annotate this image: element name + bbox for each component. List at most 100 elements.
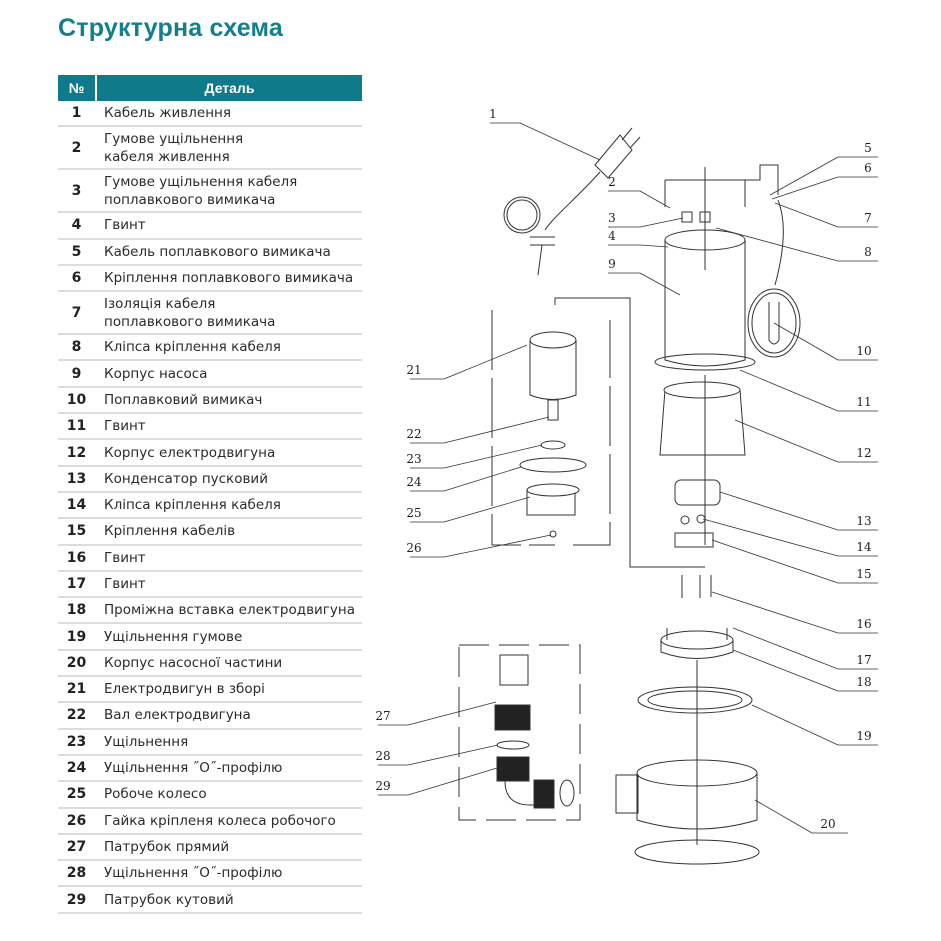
callout-leader-line xyxy=(639,244,669,248)
callout-label: 2 xyxy=(608,175,616,189)
callout-label: 5 xyxy=(864,141,872,155)
part-name: Гумове ущільнення кабеля живлення xyxy=(104,130,244,165)
callout-label: 9 xyxy=(608,257,616,271)
motor-insert-part xyxy=(660,628,734,659)
part-name: Кабель поплавкового вимикача xyxy=(104,243,331,260)
motor-body-part xyxy=(659,375,746,545)
callout-label: 10 xyxy=(856,344,871,358)
part-name: Гвинт xyxy=(104,217,146,234)
callout-label: 22 xyxy=(406,427,421,441)
callout-label: 7 xyxy=(864,211,872,225)
callout-leader-line xyxy=(739,369,839,412)
callout-leader-line xyxy=(519,122,601,161)
callout-leader-line xyxy=(734,419,839,463)
callout-label: 15 xyxy=(856,567,871,581)
table-row: 21 Електродвигун в зборі xyxy=(58,677,362,704)
callout-18: 18 xyxy=(732,649,878,692)
table-header: № Деталь xyxy=(58,75,362,101)
callout-14: 14 xyxy=(702,518,878,557)
part-number: 11 xyxy=(66,418,87,435)
callout-label: 16 xyxy=(856,617,871,631)
part-name: Корпус насосної частини xyxy=(104,654,283,671)
part-name: Кабель живлення xyxy=(104,105,231,122)
part-number: 21 xyxy=(66,681,87,698)
callout-leader-line xyxy=(754,799,813,834)
callout-label: 1 xyxy=(489,107,497,121)
callout-leader-line xyxy=(639,190,671,209)
part-number: 3 xyxy=(71,182,82,199)
part-number: 25 xyxy=(66,786,87,803)
part-name: Поплавковий вимикач xyxy=(104,391,263,408)
callout-leader-line xyxy=(773,322,839,361)
table-row: 6 Кріплення поплавкового вимикача xyxy=(58,266,362,293)
header-part: Деталь xyxy=(204,80,255,96)
callout-21: 21 xyxy=(406,344,528,380)
callout-label: 14 xyxy=(856,540,872,554)
callout-13: 13 xyxy=(719,491,878,531)
part-number: 2 xyxy=(71,139,82,156)
part-number: 24 xyxy=(66,760,87,777)
part-name: Гвинт xyxy=(104,418,146,435)
callout-1: 1 xyxy=(489,107,601,161)
float-switch-part xyxy=(747,199,801,358)
callout-4: 4 xyxy=(608,229,669,248)
callout-label: 11 xyxy=(856,395,871,409)
discharge-fittings-part xyxy=(458,644,581,821)
callout-24: 24 xyxy=(406,466,522,492)
page-title: Структурна схема xyxy=(58,14,284,42)
part-number: 14 xyxy=(66,497,87,514)
part-name: Електродвигун в зборі xyxy=(104,681,265,698)
part-name: Конденсатор пусковий xyxy=(104,470,268,487)
part-name: Кліпса кріплення кабеля xyxy=(104,497,281,514)
part-number: 13 xyxy=(66,470,87,487)
pump-body-part xyxy=(615,660,760,865)
callout-label: 24 xyxy=(406,475,422,489)
part-number: 23 xyxy=(66,733,87,750)
part-name: Кліпса кріплення кабеля xyxy=(104,339,281,356)
part-number: 5 xyxy=(71,243,82,260)
callout-label: 20 xyxy=(820,817,835,831)
pump-exploded-view: 1234567891011121314151617181920212223242… xyxy=(375,107,878,865)
part-number: 16 xyxy=(66,549,87,566)
callout-2: 2 xyxy=(608,175,671,209)
part-name: Кріплення кабелів xyxy=(104,523,236,540)
callout-label: 8 xyxy=(864,245,872,259)
screws-part xyxy=(681,575,712,598)
callout-label: 25 xyxy=(406,506,421,520)
callout-label: 6 xyxy=(864,161,872,175)
callout-label: 19 xyxy=(856,729,871,743)
part-name: Корпус електродвигуна xyxy=(104,444,276,461)
part-number: 12 xyxy=(66,444,87,461)
callout-leader-line xyxy=(407,701,497,726)
callout-leader-line xyxy=(711,539,839,584)
callout-label: 26 xyxy=(406,541,421,555)
callout-leader-line xyxy=(771,176,839,200)
part-name: Корпус насоса xyxy=(104,365,208,382)
part-number: 6 xyxy=(71,270,82,287)
part-number: 8 xyxy=(71,339,82,356)
part-number: 26 xyxy=(66,812,87,829)
callout-leader-line xyxy=(711,591,839,634)
callout-leader-line xyxy=(774,202,839,228)
table-row: 2 Гумове ущільнення кабеля живлення xyxy=(58,127,362,171)
callout-leader-line xyxy=(639,272,681,296)
callout-leader-line xyxy=(639,217,684,228)
part-name: Кріплення поплавкового вимикача xyxy=(104,270,354,287)
callout-8: 8 xyxy=(715,227,878,262)
callout-label: 17 xyxy=(856,653,871,667)
gasket-part xyxy=(637,686,753,714)
part-name: Гвинт xyxy=(104,576,146,592)
callout-label: 3 xyxy=(608,211,616,225)
callout-leader-line xyxy=(443,444,543,469)
